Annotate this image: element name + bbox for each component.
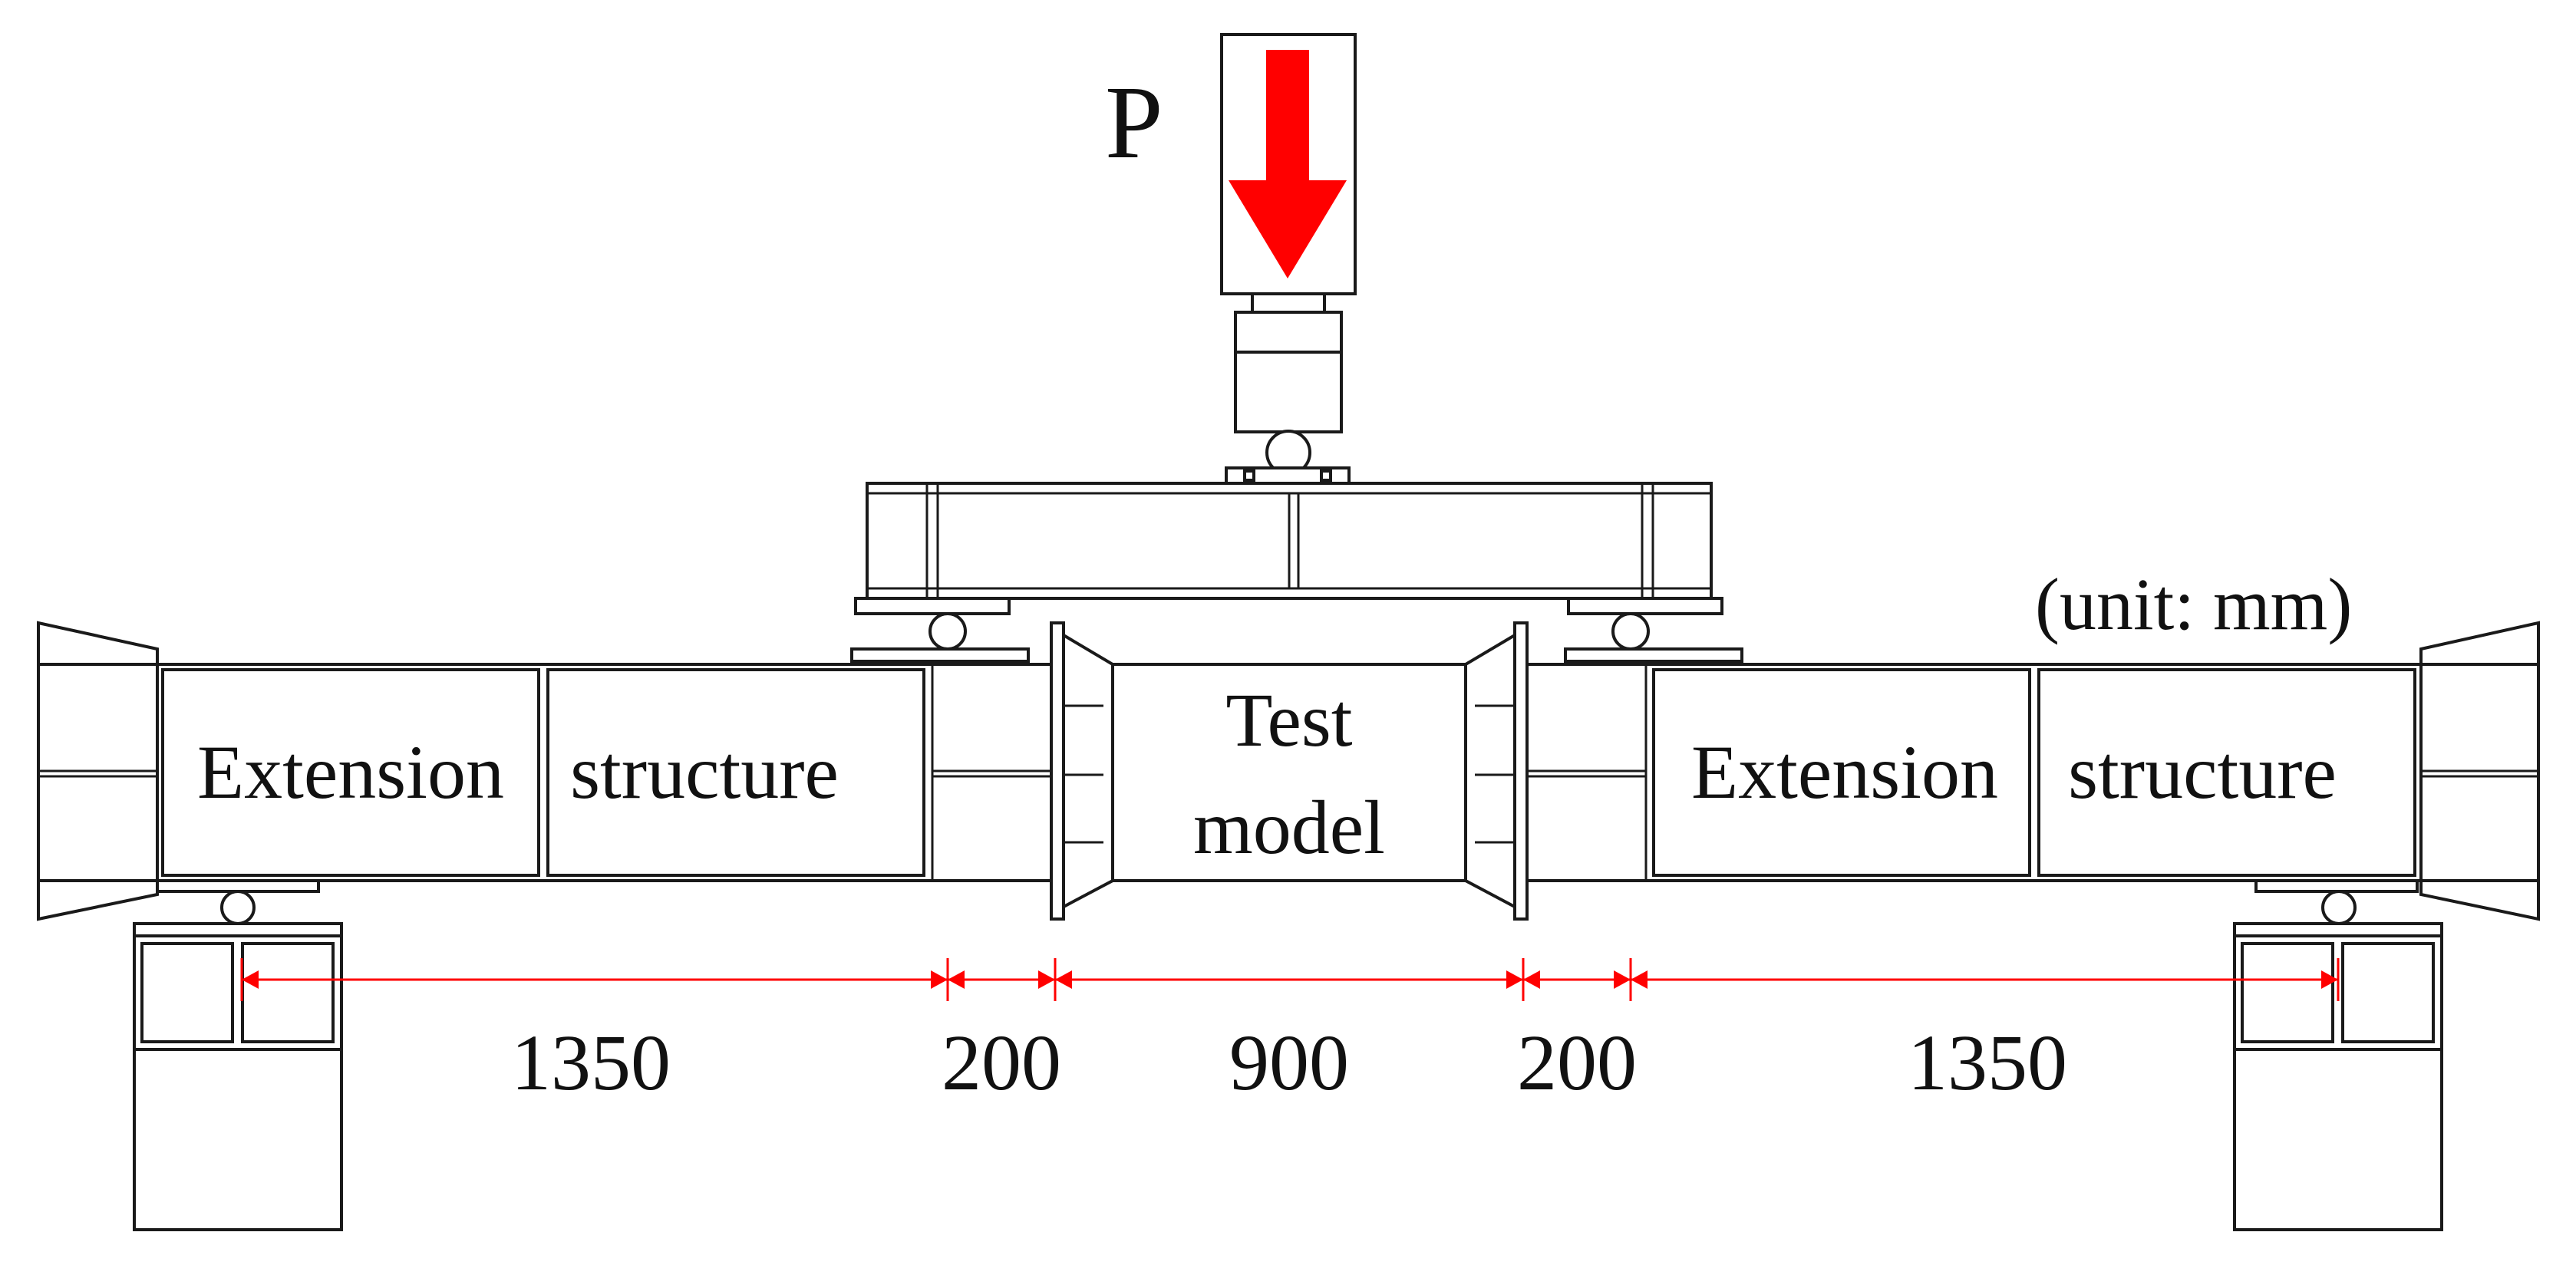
support-left	[133, 879, 343, 1231]
extension-structure-right	[1525, 621, 2540, 921]
dimension-arrow-3-start	[1055, 970, 1072, 989]
test-model-label-1: Test	[1225, 677, 1352, 763]
dimension-label-1: 1350	[511, 1019, 671, 1107]
dimension-label-4: 200	[1517, 1019, 1637, 1107]
dimension-arrow-2-end	[1038, 970, 1055, 989]
extension-left-label-1: Extension	[197, 730, 504, 815]
dimension-arrow-4-end	[1614, 970, 1631, 989]
support-right	[2233, 879, 2443, 1231]
spreader-beam	[854, 482, 1723, 615]
spreader-roller-left	[850, 612, 1030, 663]
dimension-arrow-4-start	[1523, 970, 1540, 989]
dimension-label-3: 900	[1229, 1019, 1349, 1107]
dimension-arrow-3-end	[1506, 970, 1523, 989]
load-label: P	[1105, 65, 1163, 180]
dimension-label-5: 1350	[1908, 1019, 2067, 1107]
unit-label: (unit: mm)	[2035, 563, 2352, 645]
actuator	[1220, 33, 1357, 485]
load-arrow	[1229, 50, 1347, 278]
extension-structure-left	[37, 621, 1053, 921]
spreader-roller-right	[1564, 612, 1743, 663]
dimension-arrow-2-start	[948, 970, 965, 989]
test-model	[1050, 621, 1529, 921]
dimension-arrow-1-end	[931, 970, 948, 989]
dimension-arrow-5-end	[2321, 970, 2338, 989]
extension-right-label-1: Extension	[1691, 730, 1998, 815]
test-model-label-2: model	[1193, 785, 1385, 870]
dimension-line	[240, 958, 2340, 1001]
dimension-label-2: 200	[942, 1019, 1061, 1107]
dimension-arrow-5-start	[1631, 970, 1648, 989]
extension-left-label-2: structure	[570, 730, 839, 815]
dimension-arrow-1-start	[242, 970, 259, 989]
extension-right-label-2: structure	[2068, 730, 2337, 815]
